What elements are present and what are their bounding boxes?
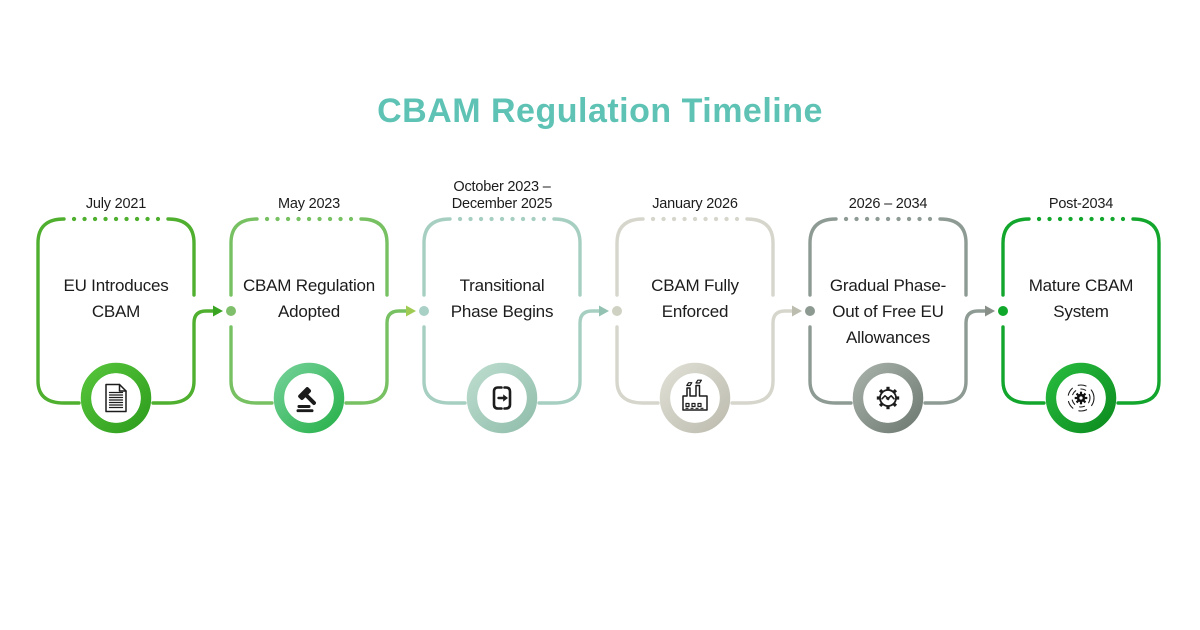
milestone-outline <box>36 216 196 405</box>
factory-icon <box>682 379 708 411</box>
connector-arrow <box>344 305 416 405</box>
gavel-icon <box>296 387 316 413</box>
milestone-date: October 2023 – December 2025 <box>451 179 553 212</box>
milestone-label: EU Introduces CBAM <box>63 276 169 321</box>
milestone-date: January 2026 <box>652 195 738 212</box>
milestone-label: Gradual Phase- Out of Free EU Allowances <box>829 276 947 347</box>
milestone-outline <box>229 216 389 405</box>
milestone-outline <box>615 216 775 405</box>
connector-dot <box>419 306 429 316</box>
milestone-date: July 2021 <box>85 195 147 212</box>
milestone-ring <box>659 362 731 434</box>
milestone-date: 2026 – 2034 <box>848 195 928 212</box>
handshake-gear-icon <box>876 386 900 410</box>
connector-arrow <box>151 305 223 405</box>
milestone-outline <box>808 216 968 405</box>
milestone-outline <box>422 216 582 405</box>
connector-dot <box>805 306 815 316</box>
connector-arrow <box>923 305 995 405</box>
connector-arrow <box>730 305 802 405</box>
milestone-date: Post-2034 <box>1048 195 1114 212</box>
milestone-date: May 2023 <box>277 195 341 212</box>
document-icon <box>105 383 127 413</box>
connector-dot <box>226 306 236 316</box>
milestone-label: CBAM Regulation Adopted <box>242 276 376 321</box>
milestone-label: Transitional Phase Begins <box>450 276 554 321</box>
page-title: CBAM Regulation Timeline <box>377 92 823 130</box>
milestone-outline <box>1001 216 1161 405</box>
connector-dot <box>612 306 622 316</box>
connector-arrow <box>537 305 609 405</box>
transition-icon <box>492 386 512 410</box>
connector-dot <box>998 306 1008 316</box>
system-gear-icon <box>1067 384 1095 412</box>
milestone-label: Mature CBAM System <box>1028 276 1134 321</box>
milestone-label: CBAM Fully Enforced <box>651 276 739 321</box>
